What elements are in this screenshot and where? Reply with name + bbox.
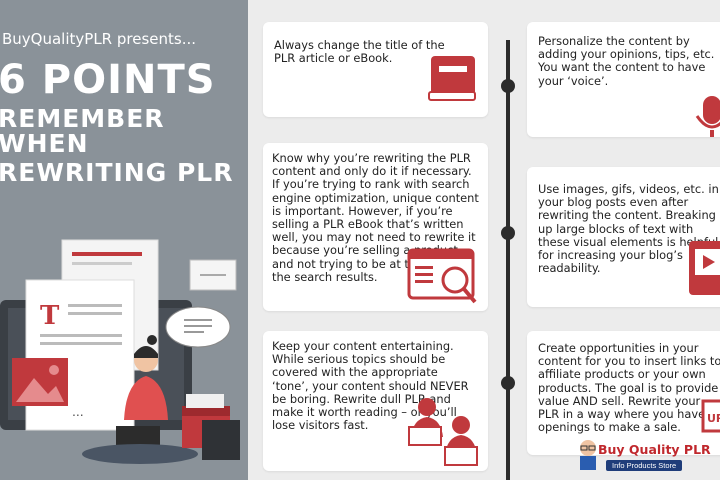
- tip-card-2: Personalize the content by adding your o…: [527, 22, 720, 137]
- tip-card-5: Keep your content entertaining. While se…: [263, 331, 488, 471]
- seo-analytics-icon: [407, 248, 477, 304]
- timeline-line: [506, 40, 510, 480]
- laptop-icon: [116, 426, 160, 446]
- headline: 6 POINTS REMEMBER WHEN REWRITING PLR: [0, 60, 248, 189]
- tip-card-6: Create opportunities in your content for…: [527, 331, 720, 455]
- tip-card-1: Always change the title of the PLR artic…: [263, 22, 488, 117]
- tip-text: Use images, gifs, videos, etc. in your b…: [538, 182, 719, 276]
- tip-card-3: Know why you’re rewriting the PLR conten…: [263, 143, 488, 311]
- url-sign-icon: UR: [701, 399, 720, 433]
- tip-text: Know why you’re rewriting the PLR conten…: [272, 151, 479, 284]
- book-icon: [428, 56, 476, 101]
- tip-text: Personalize the content by adding your o…: [538, 34, 715, 88]
- svg-text:...: ...: [72, 403, 84, 419]
- timeline-dot-1: [501, 79, 515, 93]
- tip-text: Create opportunities in your content for…: [538, 341, 720, 435]
- timeline-dot-3: [501, 376, 515, 390]
- headline-line-3: REWRITING PLR: [0, 158, 234, 187]
- brand-logo: Buy Quality PLR Info Products Store: [576, 438, 716, 476]
- person-body: [124, 376, 168, 420]
- letter-t-icon: T: [40, 301, 60, 331]
- tip-text: Always change the title of the PLR artic…: [274, 38, 445, 66]
- title-panel: BuyQualityPLR presents... 6 POINTS REMEM…: [0, 0, 248, 480]
- headline-line-2: REMEMBER WHEN: [0, 104, 165, 158]
- brand-name: Buy Quality PLR: [598, 442, 711, 457]
- people-at-computers-icon: [408, 398, 478, 466]
- mascot-icon: [580, 440, 596, 470]
- timeline-dot-2: [501, 226, 515, 240]
- presents-text: BuyQualityPLR presents...: [2, 30, 197, 48]
- headline-line-1: 6 POINTS: [0, 57, 216, 103]
- tip-text: Keep your content entertaining. While se…: [272, 339, 469, 433]
- svg-text:UR: UR: [707, 412, 720, 425]
- video-player-icon: [689, 241, 720, 295]
- writer-illustration: T ...: [0, 239, 240, 464]
- brand-tagline: Info Products Store: [606, 460, 683, 471]
- microphone-icon: [695, 96, 720, 137]
- tip-card-4: Use images, gifs, videos, etc. in your b…: [527, 167, 720, 307]
- dark-box: [202, 420, 240, 460]
